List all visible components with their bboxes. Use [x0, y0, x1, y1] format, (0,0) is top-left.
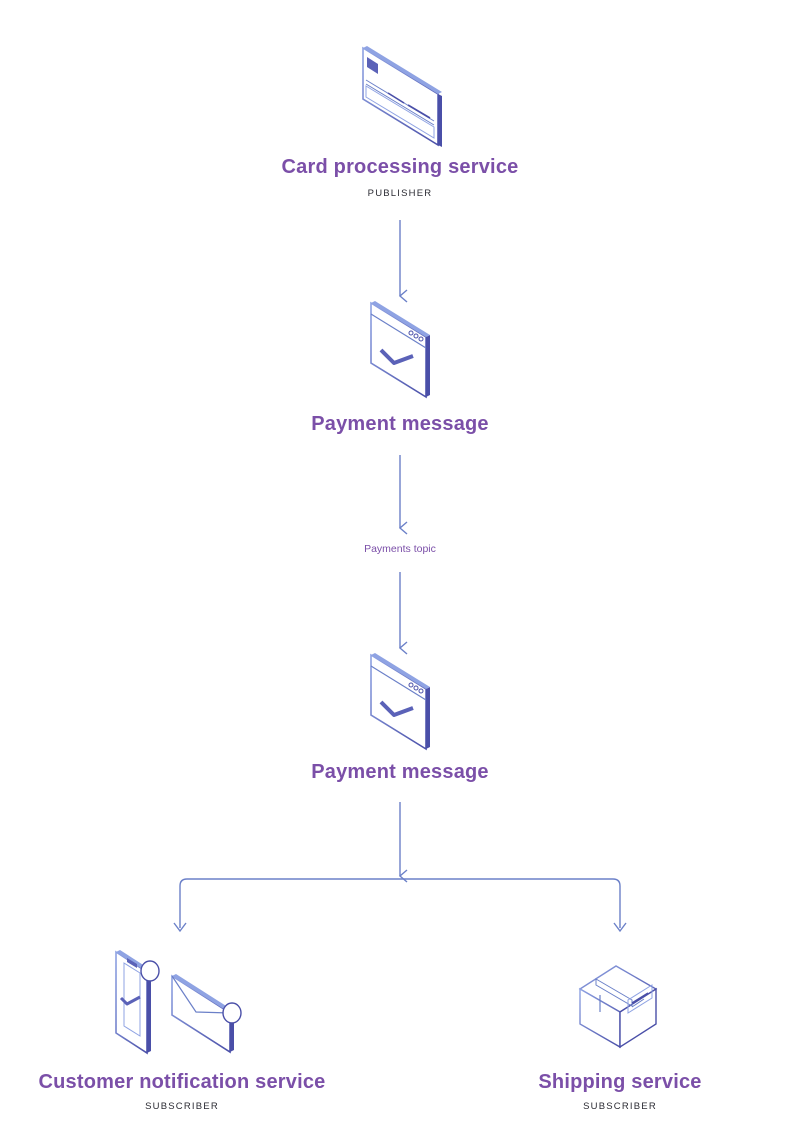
phone-notification-icon — [115, 950, 160, 1055]
arrowhead-right — [613, 922, 627, 933]
message-check-icon — [370, 653, 430, 751]
message-title-2: Payment message — [311, 761, 489, 783]
publisher-title: Card processing service — [281, 156, 519, 178]
arrowhead-left — [173, 922, 187, 933]
topic-label: Payments topic — [364, 543, 436, 555]
subscriber-customer-notification: Customer notification service SUBSCRIBER — [32, 1071, 332, 1112]
subscriber-role: SUBSCRIBER — [583, 1101, 657, 1112]
message-title-1: Payment message — [311, 413, 489, 435]
subscriber-title: Customer notification service — [38, 1071, 326, 1093]
subscriber-role: SUBSCRIBER — [145, 1101, 219, 1112]
package-box-icon — [578, 965, 658, 1049]
credit-card-icon — [362, 46, 442, 147]
fan-out-connector — [179, 878, 621, 928]
envelope-notification-icon — [171, 974, 242, 1054]
publisher-role: PUBLISHER — [367, 188, 433, 199]
message-check-icon — [370, 301, 430, 399]
subscriber-title: Shipping service — [538, 1071, 702, 1093]
subscriber-shipping: Shipping service SUBSCRIBER — [500, 1071, 740, 1112]
